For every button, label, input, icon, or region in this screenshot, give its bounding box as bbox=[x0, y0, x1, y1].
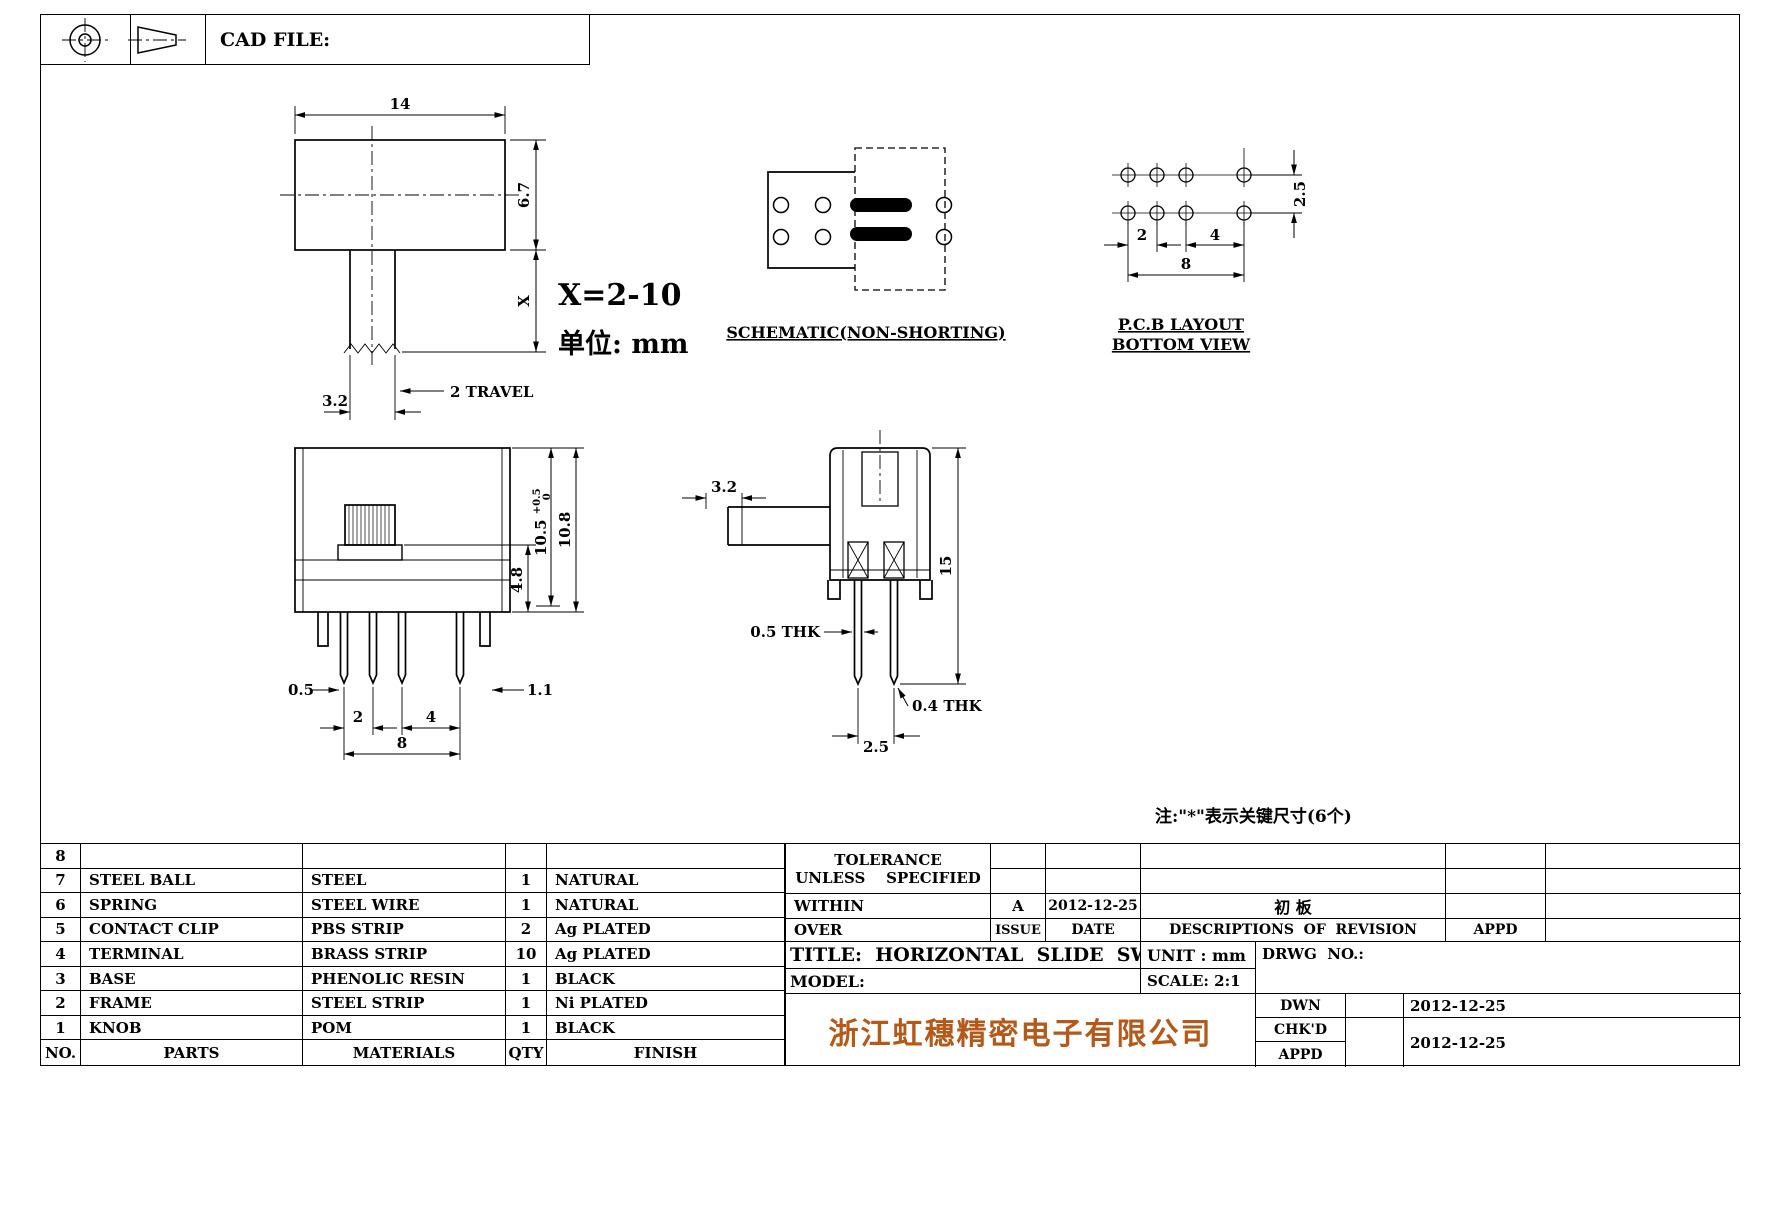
col-header-finish: FINISH bbox=[633, 1043, 698, 1062]
tolerance-line1: TOLERANCE bbox=[834, 850, 942, 869]
empty-cell bbox=[991, 844, 1046, 869]
col-header-materials: MATERIALS bbox=[303, 1040, 506, 1065]
part-material: STEEL WIRE bbox=[303, 893, 506, 918]
parts-table: 8 7 STEEL BALL STEEL 1 NATURAL 6 SPRING … bbox=[40, 843, 785, 1066]
date-header: DATE bbox=[1046, 919, 1141, 942]
empty-cell bbox=[1046, 844, 1141, 869]
part-name: CONTACT CLIP bbox=[81, 917, 303, 943]
part-material: PHENOLIC RESIN bbox=[303, 966, 506, 992]
part-material: BRASS STRIP bbox=[303, 942, 506, 967]
part-name: TERMINAL bbox=[81, 942, 303, 967]
part-no: 3 bbox=[41, 966, 81, 992]
dwn-label: DWN bbox=[1256, 994, 1346, 1018]
drawing-title: TITLE: HORIZONTAL SLIDE SWITCH bbox=[786, 942, 1141, 969]
part-qty: 10 bbox=[506, 942, 547, 967]
empty-cell bbox=[1446, 844, 1546, 869]
tolerance-cell: TOLERANCE UNLESS SPECIFIED bbox=[786, 844, 991, 894]
part-material: STEEL bbox=[303, 868, 506, 894]
part-finish: Ag PLATED bbox=[547, 942, 784, 967]
within-label: WITHIN bbox=[786, 894, 991, 919]
part-no: 4 bbox=[41, 942, 81, 967]
col-header-no: NO. bbox=[41, 1040, 81, 1065]
chkd-label: CHK'D bbox=[1256, 1018, 1346, 1042]
part-no: 7 bbox=[41, 868, 81, 894]
part-material bbox=[303, 844, 506, 869]
revision-issue: A bbox=[991, 894, 1046, 919]
part-no: 5 bbox=[41, 917, 81, 943]
part-qty: 1 bbox=[506, 966, 547, 992]
empty-cell bbox=[1546, 894, 1741, 919]
descriptions-header: DESCRIPTIONS OF REVISION bbox=[1141, 919, 1446, 942]
part-name: KNOB bbox=[81, 1015, 303, 1041]
part-qty: 1 bbox=[506, 868, 547, 894]
scale-label: SCALE: 2:1 bbox=[1141, 969, 1256, 994]
part-material: PBS STRIP bbox=[303, 917, 506, 943]
projection-symbol-cell bbox=[41, 15, 131, 64]
part-name: STEEL BALL bbox=[81, 868, 303, 894]
cad-file-label: CAD FILE: bbox=[220, 28, 331, 51]
part-name: BASE bbox=[81, 966, 303, 992]
part-no: 6 bbox=[41, 893, 81, 918]
unit-label: UNIT : mm bbox=[1141, 942, 1256, 969]
revision-date: 2012-12-25 bbox=[1046, 894, 1141, 919]
part-no: 2 bbox=[41, 991, 81, 1016]
cone-symbol-cell bbox=[131, 15, 206, 64]
empty-cell bbox=[1141, 844, 1446, 869]
part-finish: BLACK bbox=[547, 967, 784, 992]
part-qty: 2 bbox=[506, 917, 547, 943]
part-no: 1 bbox=[41, 1015, 81, 1041]
appd-column-header: APPD bbox=[1446, 919, 1546, 942]
empty-cell bbox=[1446, 869, 1546, 894]
empty-cell bbox=[1446, 894, 1546, 919]
part-name: FRAME bbox=[81, 991, 303, 1016]
empty-cell bbox=[1141, 869, 1446, 894]
empty-cell bbox=[1546, 844, 1741, 869]
empty-cell bbox=[1346, 1018, 1404, 1067]
revision-description: 初 板 bbox=[1141, 894, 1446, 919]
part-qty: 1 bbox=[506, 893, 547, 918]
empty-cell bbox=[1546, 919, 1741, 942]
title-block: TOLERANCE UNLESS SPECIFIED WITHIN A 2012… bbox=[785, 843, 1741, 1067]
cad-header: CAD FILE: bbox=[40, 14, 590, 65]
part-finish: BLACK bbox=[547, 1016, 784, 1041]
empty-cell bbox=[1546, 869, 1741, 894]
appd-date: 2012-12-25 bbox=[1410, 1033, 1506, 1052]
part-finish: NATURAL bbox=[547, 893, 784, 918]
empty-cell bbox=[1046, 869, 1141, 894]
empty-cell bbox=[991, 869, 1046, 894]
part-finish: Ag PLATED bbox=[547, 918, 784, 943]
part-finish: Ni PLATED bbox=[547, 991, 784, 1016]
model-label: MODEL: bbox=[786, 969, 1141, 994]
drwg-no-label: DRWG NO.: bbox=[1256, 942, 1741, 994]
empty-cell bbox=[1346, 994, 1404, 1018]
part-qty: 1 bbox=[506, 991, 547, 1016]
over-label: OVER bbox=[786, 919, 991, 942]
part-qty bbox=[506, 844, 547, 869]
part-finish: NATURAL bbox=[547, 869, 784, 894]
col-header-parts: PARTS bbox=[81, 1040, 303, 1065]
issue-header: ISSUE bbox=[991, 919, 1046, 942]
part-finish bbox=[547, 844, 784, 869]
part-name: SPRING bbox=[81, 893, 303, 918]
dwn-date: 2012-12-25 bbox=[1404, 994, 1741, 1018]
part-material: POM bbox=[303, 1015, 506, 1041]
tolerance-line2: UNLESS SPECIFIED bbox=[795, 868, 981, 887]
part-material: STEEL STRIP bbox=[303, 991, 506, 1016]
company-name: 浙江虹穗精密电子有限公司 bbox=[786, 994, 1256, 1067]
appd-label: APPD bbox=[1256, 1042, 1346, 1067]
part-qty: 1 bbox=[506, 1015, 547, 1041]
part-name bbox=[81, 844, 303, 869]
part-no: 8 bbox=[41, 844, 81, 869]
col-header-qty: QTY bbox=[506, 1040, 547, 1065]
